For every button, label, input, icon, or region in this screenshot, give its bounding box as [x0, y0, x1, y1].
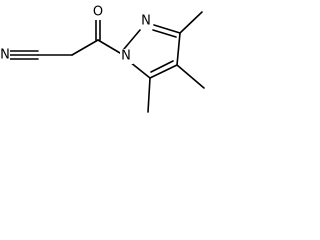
c5-methyl-bond [147, 77, 151, 113]
nitrile-triple-bond [9, 50, 39, 60]
c3-to-c4-bond [176, 32, 181, 66]
c3-methyl-bond [179, 11, 203, 34]
c5-to-n1-bond [129, 61, 151, 79]
atom-label-n: N [141, 14, 151, 29]
bond-line [150, 60, 174, 73]
atom-label-n: N [0, 48, 10, 63]
atom-label-background [0, 47, 10, 63]
atom-label-o: O [93, 5, 103, 20]
c4-to-c5-double-bond [149, 60, 178, 79]
atom-label-background [140, 14, 153, 29]
atom-ring-n2: N [140, 14, 153, 29]
carbonyl-double-bond [95, 16, 101, 41]
atom-carbonyl-o: O [92, 5, 104, 20]
bond-line [152, 29, 177, 38]
ch2-to-carbonyl-bond [71, 39, 99, 56]
atom-ring-n1: N [120, 49, 133, 64]
bond-line [153, 24, 181, 34]
atom-nitrile-n: N [0, 47, 10, 63]
n1-to-n2-bond [123, 29, 141, 50]
c4-methyl-bond [176, 64, 205, 89]
structure-diagram: N O N N [0, 5, 205, 113]
bond-line [149, 64, 178, 79]
atom-label-background [120, 49, 133, 64]
atom-label-n: N [121, 49, 131, 64]
n2-to-c3-double-bond [152, 24, 181, 38]
atom-label-background [92, 5, 104, 20]
carbonyl-to-n1-bond [97, 39, 121, 54]
